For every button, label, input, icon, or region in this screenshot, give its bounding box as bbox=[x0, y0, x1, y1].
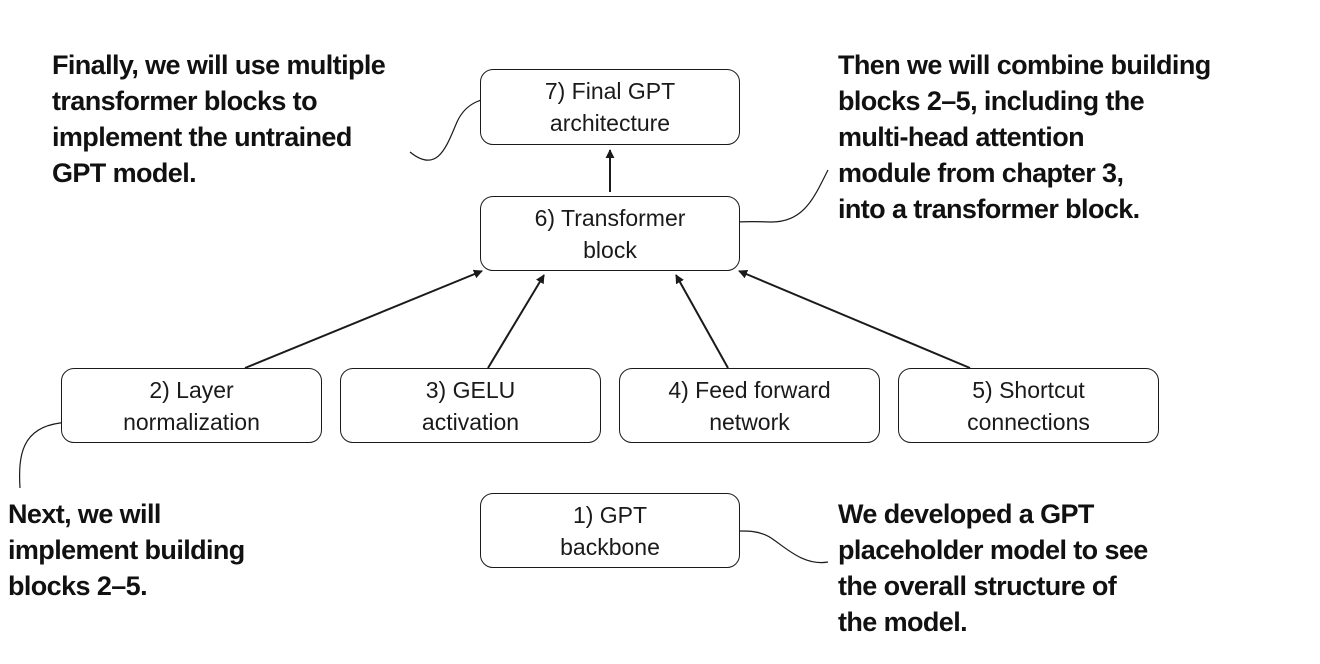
box-label: 3) GELU bbox=[425, 376, 516, 403]
box-label: backbone bbox=[560, 533, 660, 560]
box-layer-normalization: 2) Layer normalization bbox=[61, 368, 322, 443]
note-line: transformer blocks to bbox=[52, 86, 318, 116]
note-combine-blocks: Then we will combine building blocks 2–5… bbox=[838, 47, 1211, 227]
note-line: blocks 2–5. bbox=[8, 571, 148, 601]
note-line: Finally, we will use multiple bbox=[52, 50, 386, 80]
note-developed-placeholder: We developed a GPT placeholder model to … bbox=[838, 496, 1148, 640]
note-next-building-blocks: Next, we will implement building blocks … bbox=[8, 496, 245, 604]
box-label: connections bbox=[967, 408, 1090, 435]
note-line: multi-head attention bbox=[838, 122, 1085, 152]
box-label: 1) GPT bbox=[572, 501, 648, 528]
box-label: 7) Final GPT bbox=[544, 78, 676, 104]
note-line: We developed a GPT bbox=[838, 499, 1094, 529]
arrow-shortcut-to-transformer bbox=[738, 269, 971, 369]
box-label: 4) Feed forward bbox=[668, 376, 831, 403]
note-line: the model. bbox=[838, 607, 968, 637]
note-line: into a transformer block. bbox=[838, 194, 1140, 224]
box-label: block bbox=[583, 236, 637, 263]
arrow-layernorm-to-transformer bbox=[244, 269, 483, 369]
box-gelu-activation: 3) GELU activation bbox=[340, 368, 601, 443]
box-gpt-backbone: 1) GPT backbone bbox=[480, 493, 740, 568]
box-label: normalization bbox=[123, 408, 260, 435]
note-line: blocks 2–5, including the bbox=[838, 86, 1145, 116]
arrow-gelu-to-transformer bbox=[487, 274, 545, 369]
note-line: GPT model. bbox=[52, 158, 197, 188]
note-line: implement building bbox=[8, 535, 245, 565]
box-label: 6) Transformer bbox=[534, 204, 686, 231]
note-line: implement the untrained bbox=[52, 122, 352, 152]
note-final-architecture: Finally, we will use multiple transforme… bbox=[52, 47, 386, 191]
note-line: Next, we will bbox=[8, 499, 161, 529]
box-transformer-block: 6) Transformer block bbox=[480, 196, 740, 271]
note-line: module from chapter 3, bbox=[838, 158, 1124, 188]
box-label: architecture bbox=[549, 110, 671, 136]
callout-developed-leader bbox=[717, 526, 829, 564]
box-shortcut-connections: 5) Shortcut connections bbox=[898, 368, 1159, 443]
box-label: activation bbox=[421, 408, 520, 435]
box-label: 2) Layer bbox=[149, 376, 234, 403]
note-line: placeholder model to see bbox=[838, 535, 1148, 565]
box-final-gpt-architecture: 7) Final GPT architecture bbox=[480, 69, 740, 145]
box-label: network bbox=[709, 408, 790, 435]
box-feed-forward-network: 4) Feed forward network bbox=[619, 368, 880, 443]
box-label: 5) Shortcut bbox=[972, 376, 1085, 403]
note-line: the overall structure of bbox=[838, 571, 1117, 601]
arrow-feedforward-to-transformer bbox=[675, 274, 729, 369]
note-line: Then we will combine building bbox=[838, 50, 1211, 80]
